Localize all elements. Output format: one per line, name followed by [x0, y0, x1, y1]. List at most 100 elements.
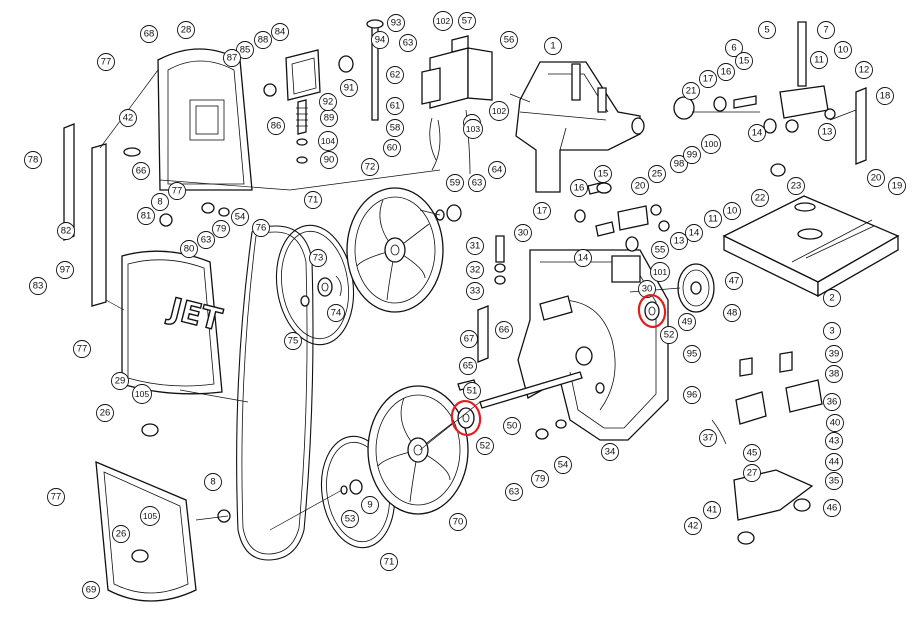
callout-bubble — [284, 332, 302, 350]
callout-77: 77 — [97, 53, 115, 71]
callout-number: 77 — [51, 492, 62, 503]
callout-63: 63 — [468, 174, 486, 192]
callout-bubble — [446, 174, 464, 192]
callout-number: 63 — [201, 235, 212, 246]
callout-number: 57 — [462, 16, 473, 27]
callout-12: 12 — [855, 61, 873, 79]
callout-number: 97 — [60, 265, 71, 276]
callout-78: 78 — [24, 151, 42, 169]
callout-number: 23 — [791, 181, 802, 192]
callout-bubble — [683, 386, 701, 404]
callout-number: 21 — [686, 86, 697, 97]
callout-number: 8 — [157, 197, 162, 208]
callout-59: 59 — [446, 174, 464, 192]
callout-77: 77 — [47, 488, 65, 506]
callout-bubble — [140, 25, 158, 43]
highlight-ring-part-52 — [450, 399, 482, 437]
callout-number: 9 — [367, 500, 372, 511]
upper-hub-parts — [300, 204, 462, 307]
callout-number: 63 — [403, 38, 414, 49]
callout-bubble — [56, 261, 74, 279]
callout-number: 76 — [256, 223, 267, 234]
callout-104: 104 — [318, 131, 338, 151]
callout-88: 88 — [254, 31, 272, 49]
callout-bubble — [231, 208, 249, 226]
callout-bubble — [383, 139, 401, 157]
callout-15: 15 — [594, 165, 612, 183]
callout-number: 69 — [86, 585, 97, 596]
callout-bubble — [180, 240, 198, 258]
callout-bubble — [751, 189, 769, 207]
callout-13: 13 — [670, 232, 688, 250]
callout-number: 79 — [535, 474, 546, 485]
callout-number: 7 — [823, 25, 828, 36]
callout-47: 47 — [725, 272, 743, 290]
callout-79: 79 — [212, 220, 230, 238]
callout-bubble — [132, 162, 150, 180]
bearing-lower — [457, 407, 475, 429]
callout-bubble — [433, 11, 453, 31]
callout-bubble — [638, 280, 656, 298]
callout-number: 67 — [464, 334, 475, 345]
callout-49: 49 — [678, 313, 696, 331]
callout-bubble — [399, 34, 417, 52]
callout-bubble — [463, 382, 481, 400]
callout-bubble — [96, 404, 114, 422]
callout-bubble — [823, 499, 841, 517]
callout-number: 26 — [116, 529, 127, 540]
callout-number: 14 — [752, 128, 763, 139]
callout-46: 46 — [823, 499, 841, 517]
callout-number: 14 — [689, 228, 700, 239]
callout-bubble — [204, 473, 222, 491]
callout-37: 37 — [699, 429, 717, 447]
callout-bubble — [682, 82, 700, 100]
callout-bubble — [489, 101, 509, 121]
highlight-layer — [450, 293, 667, 437]
callout-bubble — [743, 464, 761, 482]
callout-bubble — [503, 417, 521, 435]
callout-11: 11 — [704, 210, 722, 228]
callout-85: 85 — [236, 41, 254, 59]
callout-number: 71 — [308, 195, 319, 206]
callout-bubble — [488, 161, 506, 179]
callout-102: 102 — [433, 11, 453, 31]
callout-bubble — [825, 365, 843, 383]
callout-bubble — [743, 444, 761, 462]
callout-bubble — [460, 330, 478, 348]
callout-bubble — [361, 496, 379, 514]
callout-number: 105 — [143, 511, 157, 521]
callout-number: 25 — [652, 169, 663, 180]
callout-95: 95 — [683, 345, 701, 363]
callout-number: 18 — [880, 91, 891, 102]
callout-number: 22 — [755, 193, 766, 204]
callout-number: 34 — [605, 447, 616, 458]
callout-bubble — [57, 222, 75, 240]
lower-frame — [517, 249, 669, 441]
callout-number: 37 — [703, 433, 714, 444]
callout-bubble — [387, 14, 405, 32]
callout-bubble — [271, 23, 289, 41]
callout-22: 22 — [751, 189, 769, 207]
callout-bubble — [223, 49, 241, 67]
callout-3: 3 — [823, 322, 841, 340]
callout-number: 83 — [33, 281, 44, 292]
callout-bubble — [29, 277, 47, 295]
callout-number: 31 — [470, 241, 481, 252]
callout-bubble — [82, 581, 100, 599]
callout-bubble — [735, 52, 753, 70]
highlight-ring-part-52 — [637, 293, 667, 329]
callout-number: 102 — [492, 106, 506, 116]
callout-number: 15 — [598, 169, 609, 180]
callout-82: 82 — [57, 222, 75, 240]
callout-16: 16 — [570, 179, 588, 197]
callout-bubble — [24, 151, 42, 169]
callout-number: 93 — [391, 18, 402, 29]
callout-bubble — [97, 53, 115, 71]
callout-number: 105 — [135, 389, 149, 399]
callout-number: 63 — [509, 487, 520, 498]
callout-16: 16 — [717, 63, 735, 81]
callout-number: 64 — [492, 165, 503, 176]
callout-number: 73 — [313, 253, 324, 264]
callout-number: 50 — [507, 421, 518, 432]
